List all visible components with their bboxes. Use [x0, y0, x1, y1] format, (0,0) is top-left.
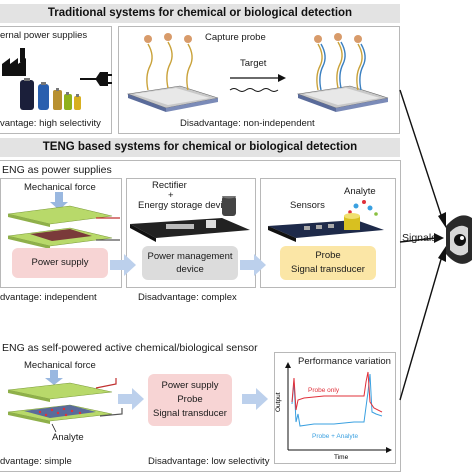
energy-storage-label: Energy storage device: [138, 200, 233, 211]
probe-only-label: Probe only: [308, 387, 340, 394]
capture-probe-label: Capture probe: [205, 32, 266, 43]
teng-advantage-2: dvantage: simple: [0, 456, 72, 467]
right-arrow-icon: [242, 388, 268, 410]
probe-strand-left: [146, 41, 193, 91]
rectifier-label: Rectifier: [152, 180, 187, 191]
power-management-illustration: [130, 196, 250, 242]
traditional-panel-right: [118, 26, 400, 134]
section-power-supplies: ENG as power supplies: [2, 164, 112, 176]
factory-icon: [2, 48, 26, 76]
plus-label: +: [168, 190, 174, 201]
probe-analyte-label: Probe + Analyte: [312, 433, 358, 440]
power-management-box: Power management device: [142, 246, 238, 280]
probe-bead: [144, 33, 192, 43]
teng-title: TENG based systems for chemical or biolo…: [0, 138, 400, 157]
self-powered-teng-illustration: [7, 370, 123, 433]
battery-icon: [74, 94, 81, 110]
down-arrow-icon: [45, 370, 63, 385]
teng-device-illustration: [7, 192, 120, 249]
probe-analyte-trace: [291, 373, 383, 427]
probe-label-1: Probe: [315, 250, 341, 261]
output-axis-label: Output: [275, 392, 282, 412]
analyte-label-2: Analyte: [52, 432, 84, 443]
right-arrow-icon: [240, 254, 266, 276]
capture-probe-illustration: [126, 33, 389, 112]
traditional-title: Traditional systems for chemical or biol…: [0, 4, 400, 23]
power-supply-label-2: Power supply: [161, 380, 219, 391]
teng-disadvantage-1: Disadvantage: complex: [138, 292, 237, 303]
target-label: Target: [240, 58, 267, 69]
probe-only-trace: [291, 371, 383, 413]
power-management-label-line2: device: [176, 264, 204, 275]
capacitor-icon: [222, 196, 236, 216]
section-self-powered: ENG as self-powered active chemical/biol…: [2, 342, 258, 354]
self-powered-box: Power supply Probe Signal transducer: [148, 374, 232, 426]
traditional-advantage: vantage: high selectivity: [0, 118, 101, 129]
performance-title: Performance variation: [298, 356, 391, 367]
signal-transducer-label-1: Signal transducer: [291, 264, 365, 275]
target-arrow: [229, 74, 286, 92]
battery-icon: [38, 82, 49, 110]
battery-icon: [64, 92, 72, 110]
probe-bead: [314, 33, 362, 43]
teng-advantage-1: dvantage: independent: [0, 292, 97, 303]
signal-transducer-label-2: Signal transducer: [153, 408, 227, 419]
eye-icon: [446, 215, 472, 264]
sensors-label: Sensors: [290, 200, 325, 211]
signals-arrows: [399, 89, 472, 401]
mechanical-force-label-2: Mechanical force: [24, 360, 96, 371]
performance-panel: [274, 352, 396, 464]
battery-icon: [53, 88, 62, 110]
probe-label-2: Probe: [177, 394, 203, 405]
power-supplies-illustration: [2, 48, 112, 110]
power-supply-box: Power supply: [12, 248, 108, 278]
performance-plot: Output Time Probe only Probe + Analyte: [275, 362, 392, 461]
probe-transducer-box: Probe Signal transducer: [280, 246, 376, 280]
mechanical-force-label-1: Mechanical force: [24, 182, 96, 193]
power-supply-label: Power supply: [31, 257, 89, 268]
analyte-molecule-icon: [348, 200, 378, 216]
sensor-chip-right: [296, 85, 389, 112]
time-axis-label: Time: [334, 454, 349, 461]
plug-icon: [80, 72, 112, 86]
sensor-cylinder-icon: [344, 213, 360, 230]
sensors-illustration: [268, 200, 384, 242]
analyte-label-1: Analyte: [344, 186, 376, 197]
teng-disadvantage-2: Disadvantage: low selectivity: [148, 456, 270, 467]
external-power-label: ernal power supplies: [0, 30, 88, 41]
right-arrow-icon: [118, 388, 144, 410]
signals-label: Signals: [402, 232, 437, 244]
flow-arrows-row1: [110, 254, 266, 276]
sensor-chip-left: [126, 85, 219, 112]
traditional-disadvantage: Disadvantage: non-independent: [180, 118, 315, 129]
right-arrow-icon: [110, 254, 136, 276]
probe-strand-right: [316, 41, 366, 91]
flow-arrows-row2: [118, 388, 268, 410]
battery-icon: [20, 78, 34, 110]
power-management-label-line1: Power management: [147, 251, 233, 262]
down-arrow-icon: [50, 192, 68, 210]
